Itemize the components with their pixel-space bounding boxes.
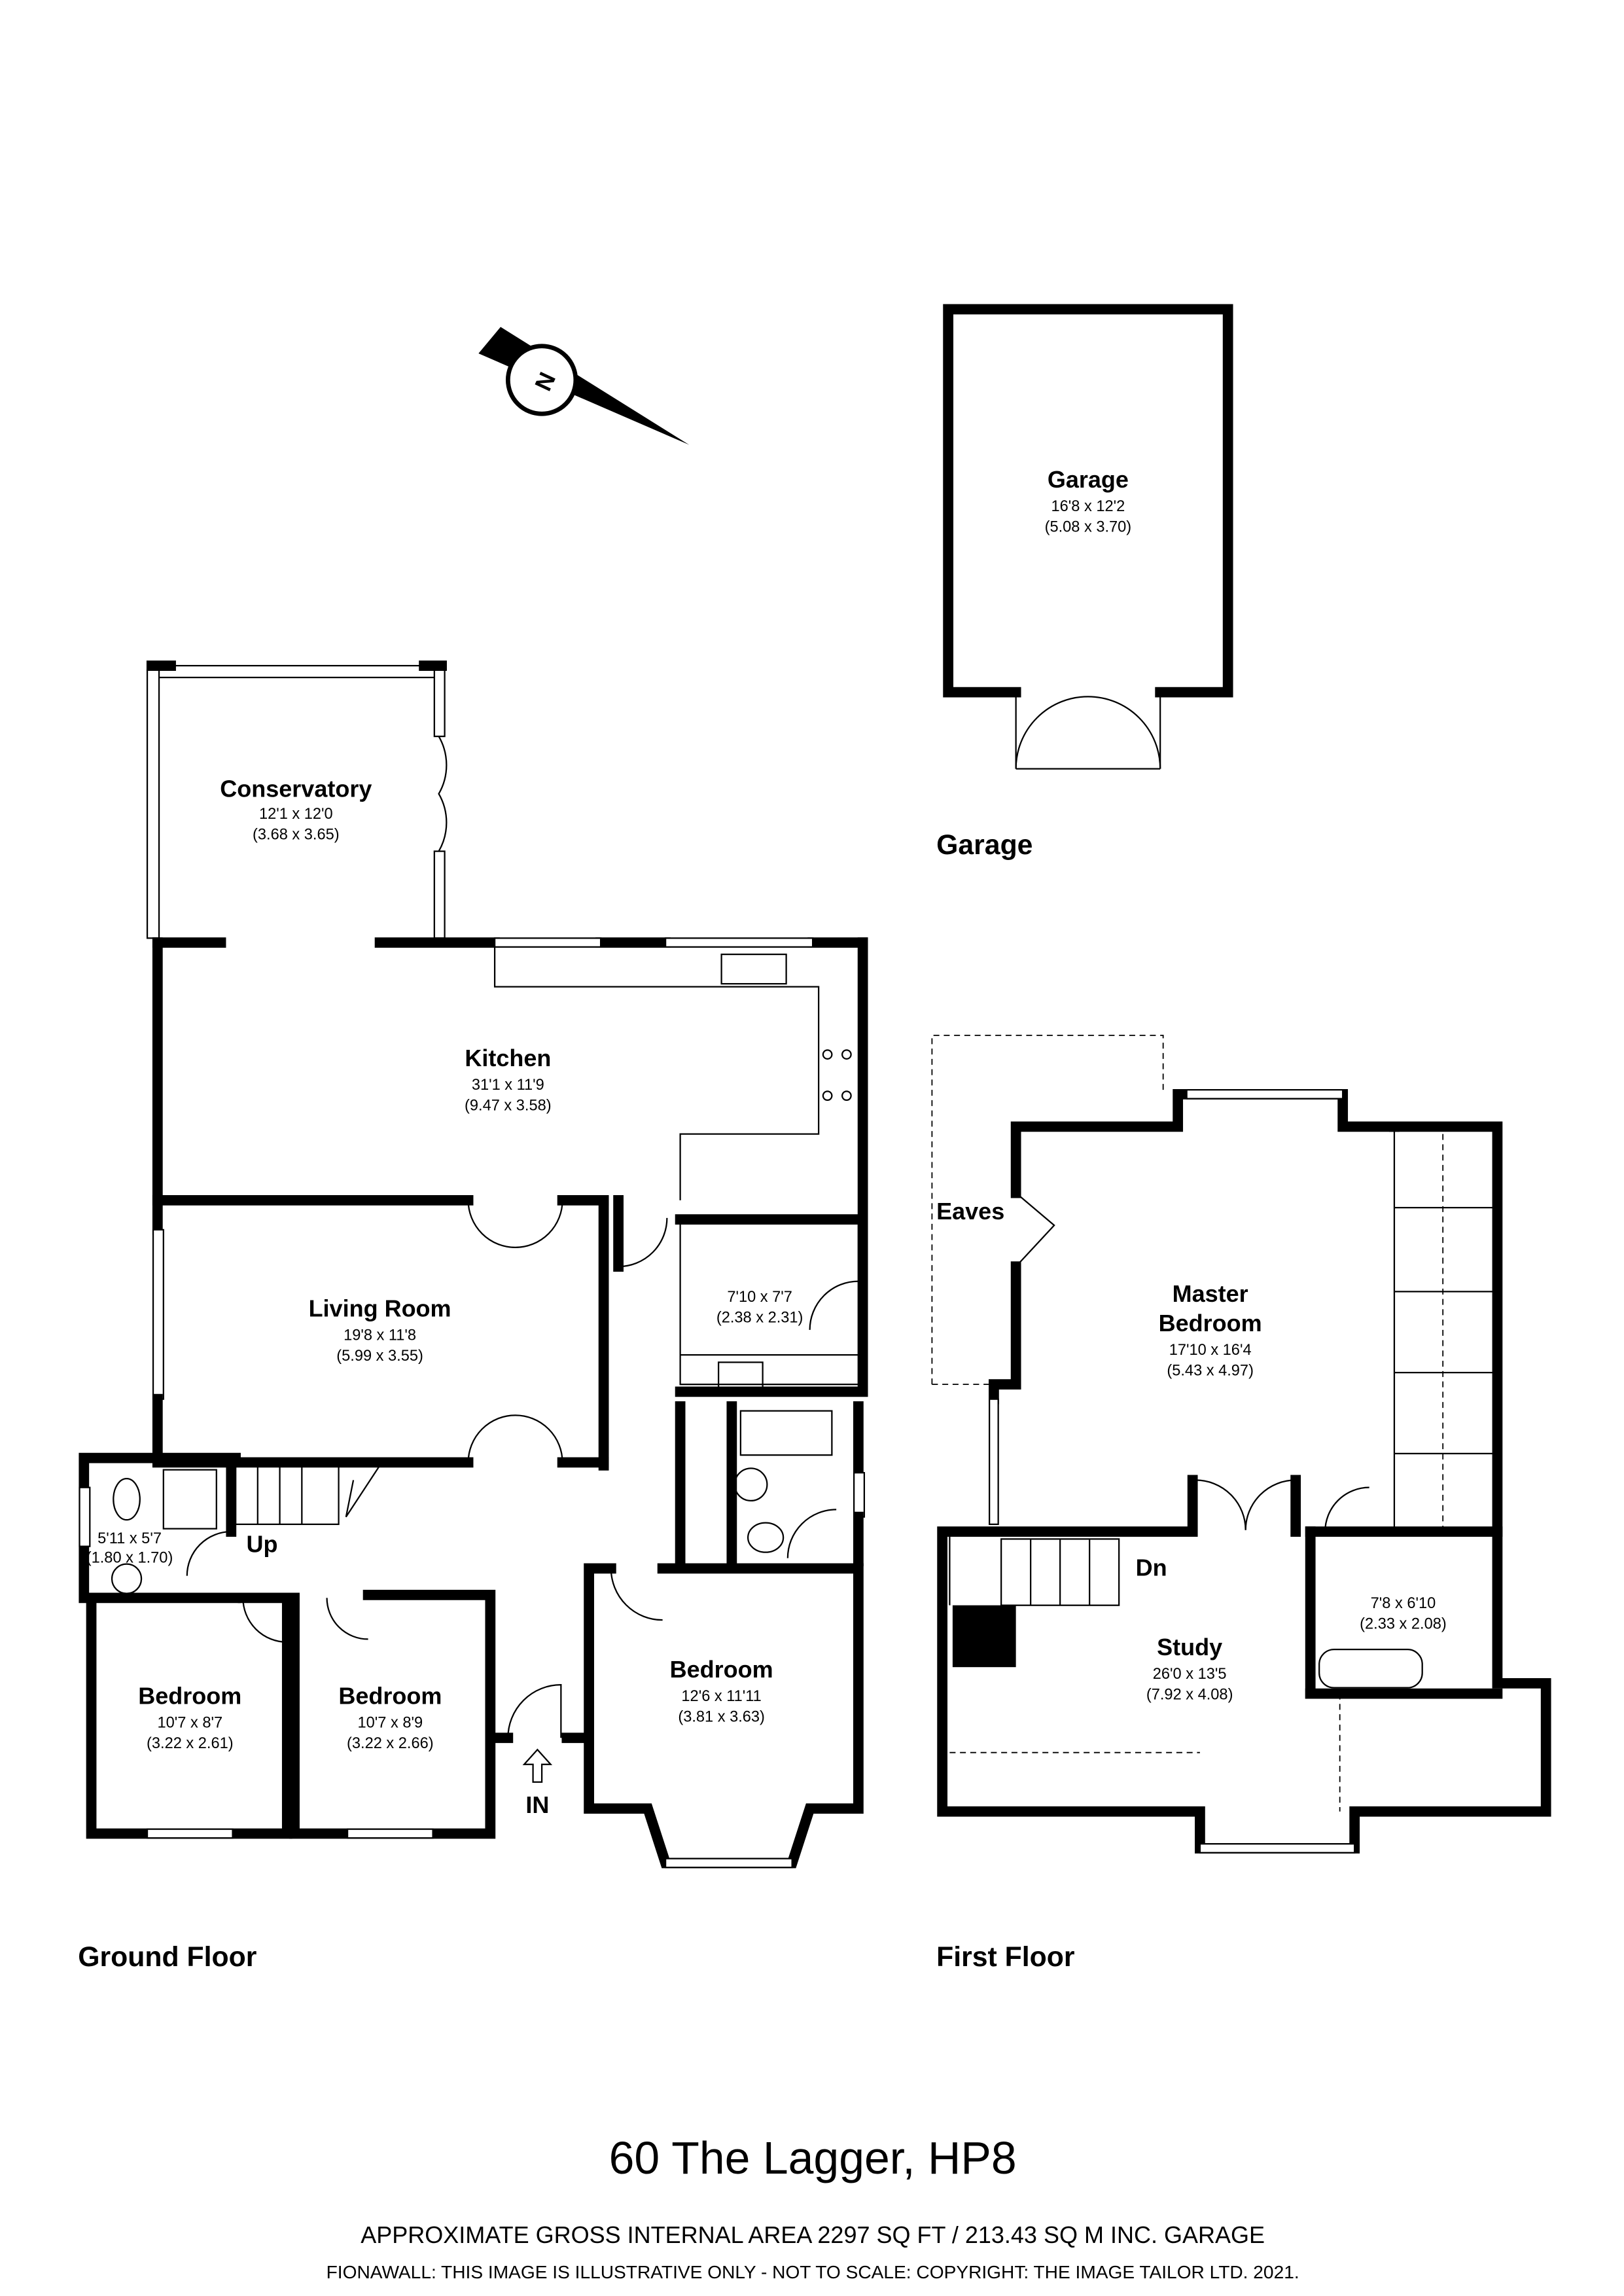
svg-text:10'7 x 8'9: 10'7 x 8'9 <box>358 1714 423 1731</box>
svg-text:(3.22 x 2.61): (3.22 x 2.61) <box>147 1735 234 1752</box>
property-title: 60 The Lagger, HP8 <box>609 2132 1017 2183</box>
svg-text:(2.33 x 2.08): (2.33 x 2.08) <box>1360 1616 1447 1633</box>
svg-text:5'11 x 5'7: 5'11 x 5'7 <box>97 1530 162 1547</box>
svg-text:31'1 x 11'9: 31'1 x 11'9 <box>472 1077 544 1094</box>
svg-text:(2.38 x 2.31): (2.38 x 2.31) <box>716 1310 803 1327</box>
svg-text:19'8 x 11'8: 19'8 x 11'8 <box>344 1327 416 1344</box>
svg-text:(5.08 x 3.70): (5.08 x 3.70) <box>1045 518 1132 535</box>
svg-text:(3.68 x 3.65): (3.68 x 3.65) <box>253 827 340 844</box>
room-bedroom-3: Bedroom 12'6 x 11'11 (3.81 x 3.63) <box>670 1656 773 1726</box>
svg-text:(5.99 x 3.55): (5.99 x 3.55) <box>336 1348 423 1365</box>
svg-text:Bedroom: Bedroom <box>338 1682 442 1709</box>
room-kitchen: Kitchen 31'1 x 11'9 (9.47 x 3.58) <box>465 1045 552 1115</box>
svg-text:Garage: Garage <box>1048 466 1129 493</box>
floor-label-garage: Garage <box>936 829 1033 861</box>
garage-plan <box>943 304 1233 770</box>
svg-text:(3.22 x 2.66): (3.22 x 2.66) <box>347 1735 434 1752</box>
svg-text:(3.81 x 3.63): (3.81 x 3.63) <box>678 1708 765 1725</box>
svg-text:7'8 x 6'10: 7'8 x 6'10 <box>1371 1595 1436 1612</box>
svg-text:16'8 x 12'2: 16'8 x 12'2 <box>1051 498 1125 515</box>
svg-text:Study: Study <box>1157 1634 1222 1660</box>
room-conservatory: Conservatory 12'1 x 12'0 (3.68 x 3.65) <box>220 775 372 843</box>
north-arrow-icon: N <box>478 327 690 445</box>
room-shower-room: 5'11 x 5'7 (1.80 x 1.70) <box>86 1530 173 1566</box>
svg-text:Living Room: Living Room <box>309 1295 451 1322</box>
floor-label-first: First Floor <box>936 1941 1074 1973</box>
room-garage: Garage 16'8 x 12'2 (5.08 x 3.70) <box>1045 466 1132 536</box>
svg-text:(7.92 x 4.08): (7.92 x 4.08) <box>1146 1687 1233 1704</box>
room-master-bedroom: Master Bedroom 17'10 x 16'4 (5.43 x 4.97… <box>1159 1280 1262 1380</box>
room-bedroom-1: Bedroom 10'7 x 8'7 (3.22 x 2.61) <box>138 1682 241 1752</box>
room-living-room: Living Room 19'8 x 11'8 (5.99 x 3.55) <box>309 1295 451 1365</box>
svg-text:Kitchen: Kitchen <box>465 1045 551 1071</box>
ground-floor-plan <box>79 660 868 1869</box>
svg-text:7'10 x 7'7: 7'10 x 7'7 <box>727 1289 792 1306</box>
stairs-down-label: Dn <box>1136 1554 1167 1581</box>
eaves-label: Eaves <box>936 1198 1004 1225</box>
disclaimer: FIONAWALL: THIS IMAGE IS ILLUSTRATIVE ON… <box>327 2262 1299 2282</box>
room-study: Study 26'0 x 13'5 (7.92 x 4.08) <box>1146 1634 1233 1704</box>
svg-text:(1.80 x 1.70): (1.80 x 1.70) <box>86 1549 173 1566</box>
svg-text:12'6 x 11'11: 12'6 x 11'11 <box>681 1688 761 1705</box>
svg-text:26'0 x 13'5: 26'0 x 13'5 <box>1153 1666 1227 1683</box>
room-bathroom: 7'8 x 6'10 (2.33 x 2.08) <box>1360 1595 1447 1633</box>
stairs-up-label: Up <box>247 1531 278 1558</box>
svg-text:Master: Master <box>1173 1280 1248 1307</box>
entrance-label: IN <box>525 1791 549 1818</box>
area-summary: APPROXIMATE GROSS INTERNAL AREA 2297 SQ … <box>361 2221 1265 2248</box>
svg-text:12'1 x 12'0: 12'1 x 12'0 <box>259 806 333 823</box>
room-bedroom-2: Bedroom 10'7 x 8'9 (3.22 x 2.66) <box>338 1682 442 1752</box>
room-utility: 7'10 x 7'7 (2.38 x 2.31) <box>716 1289 803 1327</box>
svg-text:(9.47 x 3.58): (9.47 x 3.58) <box>465 1098 552 1115</box>
svg-text:Bedroom: Bedroom <box>138 1682 241 1709</box>
svg-text:(5.43 x 4.97): (5.43 x 4.97) <box>1167 1363 1254 1380</box>
svg-text:17'10 x 16'4: 17'10 x 16'4 <box>1169 1342 1252 1359</box>
floor-label-ground: Ground Floor <box>78 1941 256 1973</box>
svg-text:Bedroom: Bedroom <box>1159 1310 1262 1336</box>
first-floor-plan <box>931 1034 1551 1854</box>
svg-text:10'7 x 8'7: 10'7 x 8'7 <box>158 1714 223 1731</box>
svg-text:Conservatory: Conservatory <box>220 775 372 802</box>
svg-text:Bedroom: Bedroom <box>670 1656 773 1683</box>
